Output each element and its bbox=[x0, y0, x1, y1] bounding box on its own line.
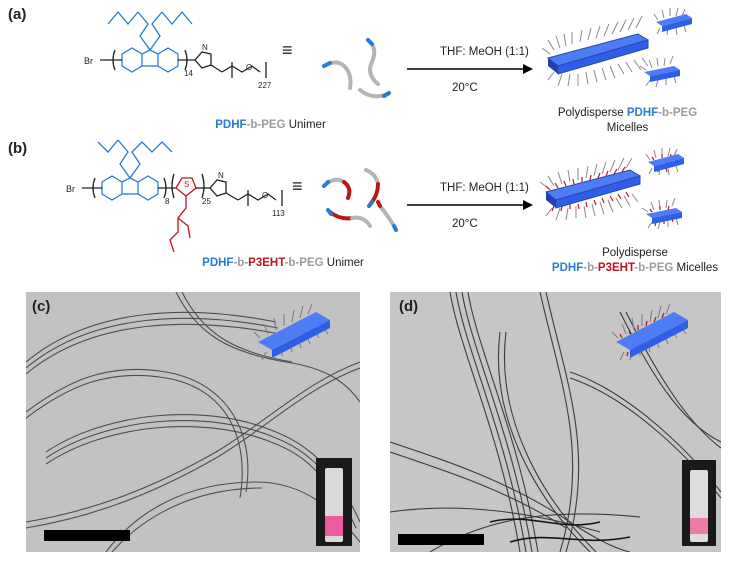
svg-text:N: N bbox=[202, 43, 208, 52]
scale-bar-c bbox=[44, 530, 130, 541]
conditions-solvent-a: THF: MeOH (1:1) bbox=[440, 46, 529, 58]
svg-text:O: O bbox=[246, 63, 252, 72]
svg-text:N: N bbox=[218, 171, 224, 180]
subscript-m-a: 227 bbox=[258, 81, 272, 90]
pdhf-p3eht-peg-structure: Br 8 S 25 N O 113 bbox=[66, 140, 285, 253]
peg-text: PEG bbox=[672, 107, 698, 119]
micelle-inset-d bbox=[611, 303, 688, 361]
subscript-m-b: 113 bbox=[272, 209, 285, 218]
panel-label-a: (a) bbox=[8, 6, 27, 23]
product-prefix: Polydisperse bbox=[602, 247, 668, 259]
micelle-inset-c bbox=[253, 303, 330, 361]
br-end-group-b: Br bbox=[66, 184, 75, 194]
unimer-word: Unimer bbox=[285, 119, 326, 131]
product-prefix: Polydisperse bbox=[557, 107, 627, 119]
subscript-n-a: 14 bbox=[184, 69, 193, 78]
scale-bar-d bbox=[398, 534, 484, 545]
micrograph-d bbox=[390, 292, 721, 552]
block-sep: -b- bbox=[233, 257, 249, 269]
unimer-word: Unimer bbox=[323, 257, 364, 269]
micelle-illustration-a bbox=[541, 8, 692, 88]
block-sep: -b- bbox=[658, 107, 673, 119]
equivalent-symbol-a: ≡ bbox=[282, 40, 293, 60]
unimer-illustration-a bbox=[322, 38, 391, 99]
conditions-temp-b: 20°C bbox=[452, 218, 478, 230]
svg-text:S: S bbox=[184, 180, 189, 189]
micelles-word: Micelles bbox=[673, 262, 719, 274]
subscript-n-b: 8 bbox=[165, 197, 170, 206]
block-sep: -b- bbox=[634, 262, 650, 274]
pdhf-text: PDHF bbox=[202, 257, 234, 269]
unimer-label-b: PDHF-b-P3EHT-b-PEG Unimer bbox=[183, 256, 383, 271]
conditions-solvent-b: THF: MeOH (1:1) bbox=[440, 182, 529, 194]
block-sep: -b- bbox=[583, 262, 598, 274]
br-end-group-a: Br bbox=[84, 56, 93, 66]
peg-text: PEG bbox=[261, 119, 286, 131]
micelles-word: Micelles bbox=[606, 122, 649, 134]
panel-label-c: (c) bbox=[32, 298, 51, 315]
subscript-x-b: 25 bbox=[202, 197, 211, 206]
equivalent-symbol-b: ≡ bbox=[292, 176, 303, 196]
block-sep: -b- bbox=[284, 257, 300, 269]
product-label-a: Polydisperse PDHF-b-PEG Micelles bbox=[545, 106, 710, 136]
vial-photo-c bbox=[316, 458, 352, 546]
p3eht-text: P3EHT bbox=[597, 262, 635, 274]
pdhf-text: PDHF bbox=[215, 119, 247, 131]
pdhf-text: PDHF bbox=[551, 262, 584, 274]
panel-label-b: (b) bbox=[8, 140, 28, 157]
peg-text: PEG bbox=[299, 257, 324, 269]
block-sep: -b- bbox=[246, 119, 262, 131]
micelle-illustration-b bbox=[539, 147, 684, 230]
product-label-b: Polydisperse PDHF-b-P3EHT-b-PEG Micelles bbox=[535, 246, 735, 276]
reaction-arrow-a bbox=[407, 64, 533, 74]
svg-text:O: O bbox=[262, 191, 268, 200]
micrograph-c bbox=[26, 292, 360, 552]
vial-photo-d bbox=[682, 460, 716, 546]
panel-label-d: (d) bbox=[399, 298, 419, 315]
peg-text: PEG bbox=[649, 262, 674, 274]
reaction-arrow-b bbox=[407, 200, 533, 210]
pdhf-text: PDHF bbox=[626, 107, 659, 119]
unimer-label-a: PDHF-b-PEG Unimer bbox=[198, 118, 343, 133]
pdhf-peg-structure: Br 14 N O 227 bbox=[84, 10, 272, 90]
conditions-temp-a: 20°C bbox=[452, 82, 478, 94]
p3eht-text: P3EHT bbox=[248, 257, 285, 269]
unimer-illustration-b bbox=[322, 168, 398, 232]
